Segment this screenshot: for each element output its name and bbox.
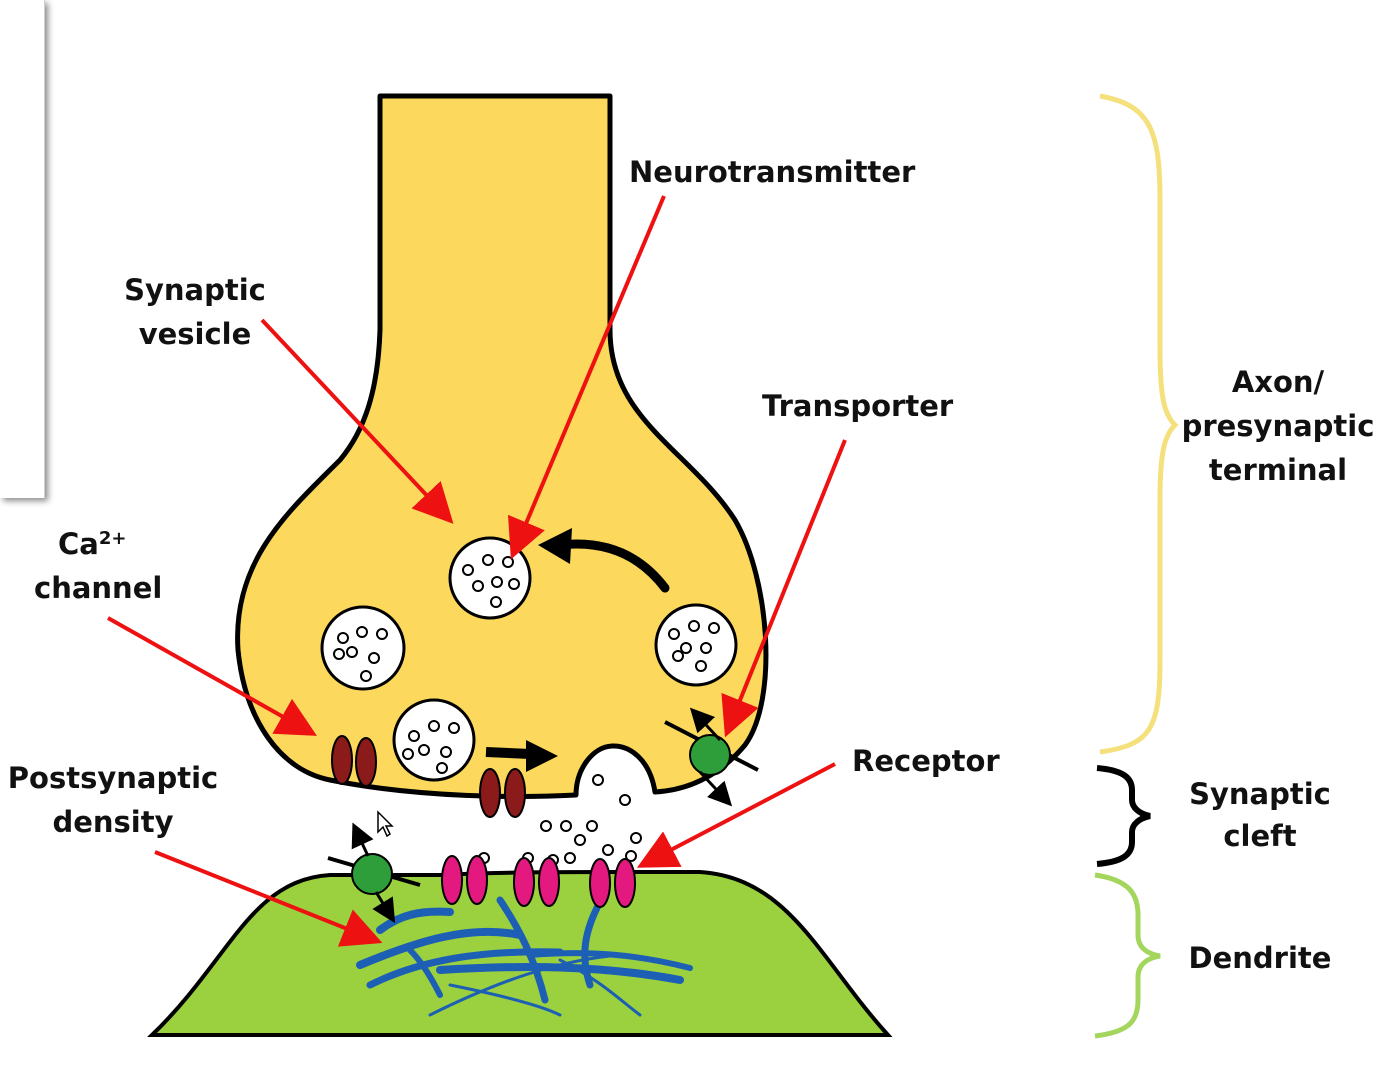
label-axon-line2: presynaptic <box>1182 409 1375 443</box>
label-transporter: Transporter <box>762 389 954 423</box>
label-receptor: Receptor <box>852 744 1000 778</box>
synaptic-vesicle-right <box>654 603 738 687</box>
label-ca: Ca <box>58 527 99 561</box>
exocytosis-arrow <box>485 747 531 759</box>
label-axon-line1: Axon/ <box>1232 365 1325 399</box>
arrow-postsynaptic-density <box>154 850 383 947</box>
synaptic-vesicle-bottom <box>392 698 476 782</box>
ca-channel-left <box>331 735 377 787</box>
axon-terminal-shape <box>235 93 769 799</box>
label-postsynaptic-density-line1: Postsynaptic <box>8 761 218 795</box>
brace-dendrite <box>1094 872 1161 1039</box>
mouse-cursor-icon <box>377 810 394 838</box>
label-axon-line3: terminal <box>1209 453 1347 487</box>
transporter-presynaptic <box>664 707 759 807</box>
recycle-arrow-head <box>538 528 572 564</box>
synaptic-vesicle-left <box>320 605 406 691</box>
label-dendrite: Dendrite <box>1189 941 1332 975</box>
exocytosis-arrow-head <box>526 740 558 772</box>
arrow-synaptic-vesicle <box>260 318 454 524</box>
label-ca-channel-line2: channel <box>34 571 162 605</box>
arrow-transporter <box>721 439 847 738</box>
transporter-postsynaptic <box>327 822 421 924</box>
label-ca-channel-line1: Ca2+ <box>58 527 126 561</box>
brace-axon <box>1099 93 1179 755</box>
synaptic-vesicle-top <box>448 536 532 620</box>
pointer-arrows <box>107 195 847 947</box>
label-synaptic-vesicle-line1: Synaptic <box>124 273 266 307</box>
brace-cleft <box>1096 765 1151 867</box>
label-cleft-line2: cleft <box>1223 819 1296 853</box>
label-ca-superscript: 2+ <box>99 528 127 549</box>
side-panel <box>0 0 45 498</box>
label-cleft-line1: Synaptic <box>1189 777 1331 811</box>
receptor-1 <box>441 855 488 905</box>
receptor-3 <box>589 858 636 908</box>
arrow-receptor <box>636 762 836 868</box>
arrow-neurotransmitter <box>507 195 666 560</box>
label-neurotransmitter: Neurotransmitter <box>629 155 916 189</box>
postsynaptic-density-fibers <box>356 896 693 1017</box>
label-synaptic-vesicle-line2: vesicle <box>139 317 252 351</box>
label-postsynaptic-density-line2: density <box>52 805 173 839</box>
arrow-ca-channel <box>107 616 317 736</box>
ca-channel-right <box>479 768 526 818</box>
receptor-2 <box>513 857 560 907</box>
recycle-arrow <box>555 539 670 593</box>
